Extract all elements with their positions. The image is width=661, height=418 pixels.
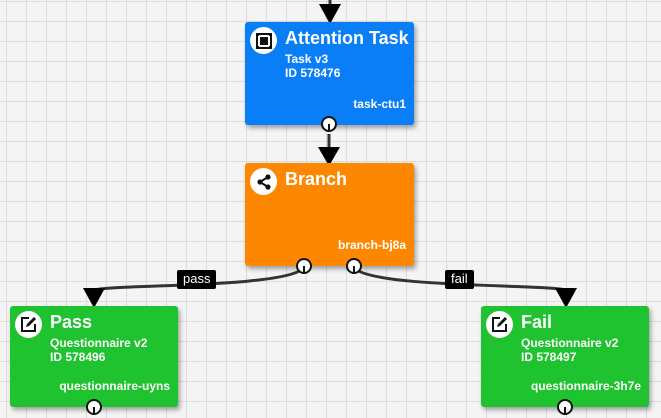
arrowhead-pass — [83, 288, 105, 308]
node-id: branch-bj8a — [337, 238, 406, 252]
arrowhead-fail — [555, 288, 577, 308]
node-type: Questionnaire v2 — [50, 336, 148, 350]
node-type: Task v3 — [285, 52, 329, 66]
edge-label-pass[interactable]: pass — [177, 270, 217, 289]
node-branch[interactable]: Branch branch-bj8a — [245, 163, 414, 266]
port-pass-out[interactable] — [86, 399, 102, 415]
edit-icon — [486, 311, 513, 338]
node-title: Branch — [285, 169, 348, 189]
port-attention-out[interactable] — [321, 116, 337, 132]
node-type: Questionnaire v2 — [521, 336, 619, 350]
task-image-icon — [250, 27, 277, 54]
node-title: Attention Task — [285, 28, 409, 48]
node-title: Fail — [521, 312, 553, 332]
arrowhead-attention-branch — [318, 147, 340, 166]
share-icon — [250, 168, 277, 195]
node-id: task-ctu1 — [353, 97, 406, 111]
port-branch-pass[interactable] — [296, 258, 312, 274]
node-ref-id: ID 578496 — [50, 350, 106, 364]
node-fail[interactable]: Fail Questionnaire v2 ID 578497 question… — [481, 306, 649, 407]
node-title: Pass — [50, 312, 93, 332]
arrowhead-incoming-attention — [319, 4, 341, 24]
node-id: questionnaire-3h7e — [530, 379, 641, 393]
node-ref-id: ID 578476 — [285, 66, 341, 80]
node-attention-task[interactable]: Attention Task Task v3 ID 578476 task-ct… — [245, 22, 414, 125]
node-ref-id: ID 578497 — [521, 350, 577, 364]
port-fail-out[interactable] — [557, 399, 573, 415]
edit-icon — [15, 311, 42, 338]
node-pass[interactable]: Pass Questionnaire v2 ID 578496 question… — [10, 306, 178, 407]
node-id: questionnaire-uyns — [59, 379, 170, 393]
edge-label-fail[interactable]: fail — [445, 270, 474, 289]
port-branch-fail[interactable] — [346, 258, 362, 274]
